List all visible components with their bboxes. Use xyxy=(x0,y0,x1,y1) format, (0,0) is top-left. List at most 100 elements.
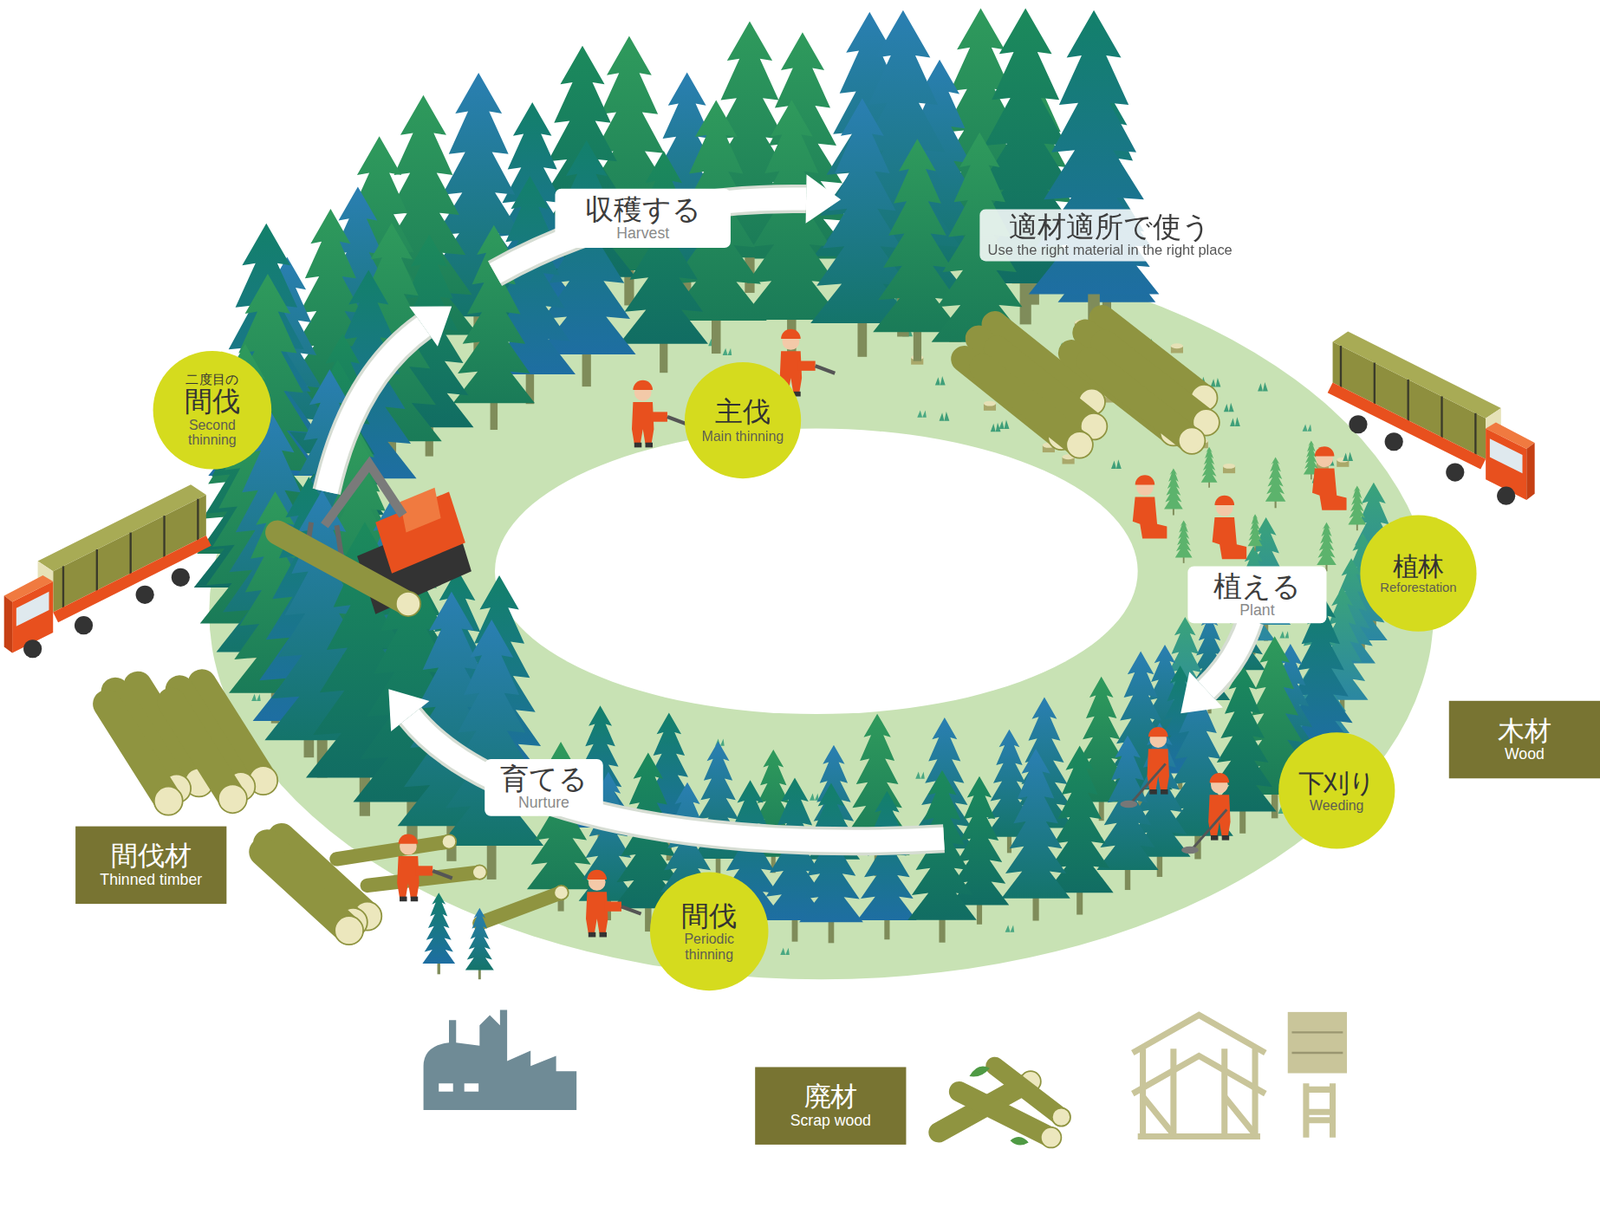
truck-wheel xyxy=(1385,432,1404,451)
worker-boot xyxy=(599,932,607,938)
node-heading: 廃材 xyxy=(804,1082,858,1113)
truck-cab-front xyxy=(4,596,13,654)
factory-window xyxy=(464,1083,479,1092)
cycle-arrow xyxy=(326,305,452,492)
grass-tuft xyxy=(1229,416,1241,427)
log-body xyxy=(995,1066,1062,1118)
arrow-shaft xyxy=(1206,620,1251,690)
arrowhead xyxy=(388,689,430,732)
tree-crown xyxy=(1347,485,1366,525)
node-heading: 主伐 xyxy=(715,396,771,429)
grass-tuft xyxy=(1279,630,1289,638)
factory-icon xyxy=(423,1010,578,1111)
forestry-worker xyxy=(1312,446,1347,510)
grass-tuft xyxy=(1111,459,1122,469)
node-heading: 植林 xyxy=(1392,552,1444,581)
material-box: 木材Wood xyxy=(1449,701,1600,779)
conifer-tree xyxy=(1347,485,1366,531)
tree-stump xyxy=(983,401,996,411)
brush-cutter xyxy=(1192,809,1228,849)
step-label: 適材適所で使うUse the right material in the rig… xyxy=(979,208,1241,261)
truck-stake xyxy=(1373,363,1376,406)
grass-tuft xyxy=(251,694,261,702)
log xyxy=(479,885,568,924)
grass-tuft xyxy=(780,948,790,956)
truck-wheel xyxy=(136,585,155,605)
conifer-tree xyxy=(619,150,709,373)
stage-circle: 下刈りWeeding xyxy=(1278,732,1395,849)
stage-circle: 植林Reforestation xyxy=(1359,515,1477,632)
worker-boot xyxy=(410,897,418,903)
forestry-worker xyxy=(1181,773,1231,854)
log xyxy=(337,834,457,859)
log xyxy=(263,852,364,945)
conifer-tree xyxy=(1248,513,1263,551)
log-end xyxy=(1178,427,1206,455)
worker-helmet xyxy=(632,380,653,391)
grass-tuft xyxy=(990,422,1002,433)
node-subtitle: Second thinning xyxy=(165,417,260,449)
node-subtitle: Thinned timber xyxy=(99,871,202,890)
conifer-tree xyxy=(1201,447,1218,488)
truck-stake xyxy=(62,565,65,609)
truck-stake xyxy=(196,499,199,542)
factory-window xyxy=(438,1083,453,1092)
tree-stump xyxy=(1170,343,1184,353)
tree-crown xyxy=(465,908,495,971)
worker-body xyxy=(1208,794,1230,837)
grass-tuft xyxy=(809,793,820,800)
worker-helmet xyxy=(1148,727,1169,737)
worker-boot xyxy=(1149,789,1157,795)
tree-crown xyxy=(1201,447,1218,483)
step-label: 収穫するHarvest xyxy=(554,188,730,248)
forestry-worker xyxy=(585,870,642,938)
tree-crown xyxy=(1265,456,1287,501)
frame-post xyxy=(1221,1048,1228,1138)
forest-ground-ring xyxy=(208,245,1434,981)
conifer-tree xyxy=(1028,10,1160,338)
node-subtitle: Harvest xyxy=(616,226,670,244)
truck-window xyxy=(16,591,50,627)
worker-body xyxy=(1212,517,1248,560)
cycle-arrow xyxy=(1180,620,1250,714)
worker-boot xyxy=(1160,789,1168,795)
tree-crown xyxy=(1001,748,1070,899)
truck-stake xyxy=(1339,345,1342,389)
chainsaw xyxy=(415,865,433,876)
leaves xyxy=(969,1066,1028,1146)
worker-body xyxy=(585,891,608,934)
truck-stake xyxy=(1474,413,1477,456)
chainsaw-bar xyxy=(815,365,836,373)
worker-helmet xyxy=(1214,495,1235,506)
conifer-tree xyxy=(1175,520,1193,563)
log-truck xyxy=(4,484,212,658)
truck-wheel xyxy=(1348,415,1367,434)
log xyxy=(367,865,488,886)
conifer-tree xyxy=(1265,456,1287,508)
log xyxy=(171,702,248,814)
node-subtitle: Wood xyxy=(1504,746,1545,764)
material-box: 廃材Scrap wood xyxy=(754,1066,906,1145)
log-body xyxy=(107,703,170,801)
node-heading: 下刈り xyxy=(1298,768,1376,798)
dresser-line xyxy=(1291,1052,1343,1054)
cycle-arrow xyxy=(388,689,944,842)
node-subtitle: Use the right material in the right plac… xyxy=(988,242,1233,259)
stump-top xyxy=(1222,463,1236,469)
dresser xyxy=(1287,1012,1347,1074)
node-subtitle: Weeding xyxy=(1309,797,1364,814)
grass-tuft xyxy=(1342,451,1353,462)
frame-brace xyxy=(1143,1097,1174,1136)
worker-body xyxy=(1147,748,1170,791)
ring-center xyxy=(494,428,1139,715)
frame-post xyxy=(1139,1048,1146,1138)
truck-stake xyxy=(162,515,165,559)
log-body xyxy=(479,892,561,924)
conifer-tree xyxy=(1001,748,1070,922)
chainsaw xyxy=(798,361,816,371)
truck-chassis xyxy=(1327,382,1486,469)
forestry-worker xyxy=(396,834,453,903)
frame-post xyxy=(1170,1048,1177,1138)
